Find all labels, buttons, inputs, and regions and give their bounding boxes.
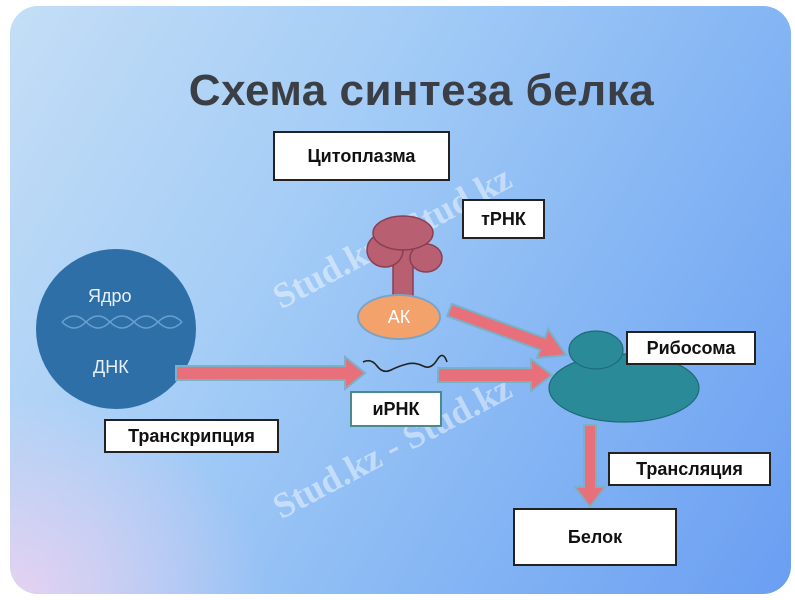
amino-acid-node: АК (357, 294, 441, 340)
trna-shape (366, 215, 443, 299)
cytoplasm-label: Цитоплазма (273, 131, 450, 181)
ribosome-small-subunit (568, 330, 624, 370)
diagram-title: Схема синтеза белка (188, 66, 655, 115)
dna-label: ДНК (93, 357, 129, 377)
ribosome-large-subunit (548, 353, 700, 423)
nucleus-label: Ядро (88, 286, 132, 306)
arrow-ribosome-to-protein (573, 424, 607, 509)
mrna-label: иРНК (350, 391, 442, 427)
trna-top-lobe (372, 215, 434, 251)
mrna-strand (362, 354, 448, 373)
transcription-label: Транскрипция (104, 419, 279, 453)
arrow-dna-to-mrna (175, 354, 367, 392)
arrow-ak-to-ribosome (445, 302, 568, 360)
ribosome-shape (548, 330, 700, 423)
nucleus-circle (36, 249, 196, 409)
protein-label: Белок (513, 508, 677, 566)
arrow-mrna-to-ribosome (437, 356, 554, 394)
trna-label: тРНК (462, 199, 545, 239)
ribosome-label: Рибосома (626, 331, 756, 365)
dna-helix-icon (61, 315, 183, 329)
translation-label: Трансляция (608, 452, 771, 486)
